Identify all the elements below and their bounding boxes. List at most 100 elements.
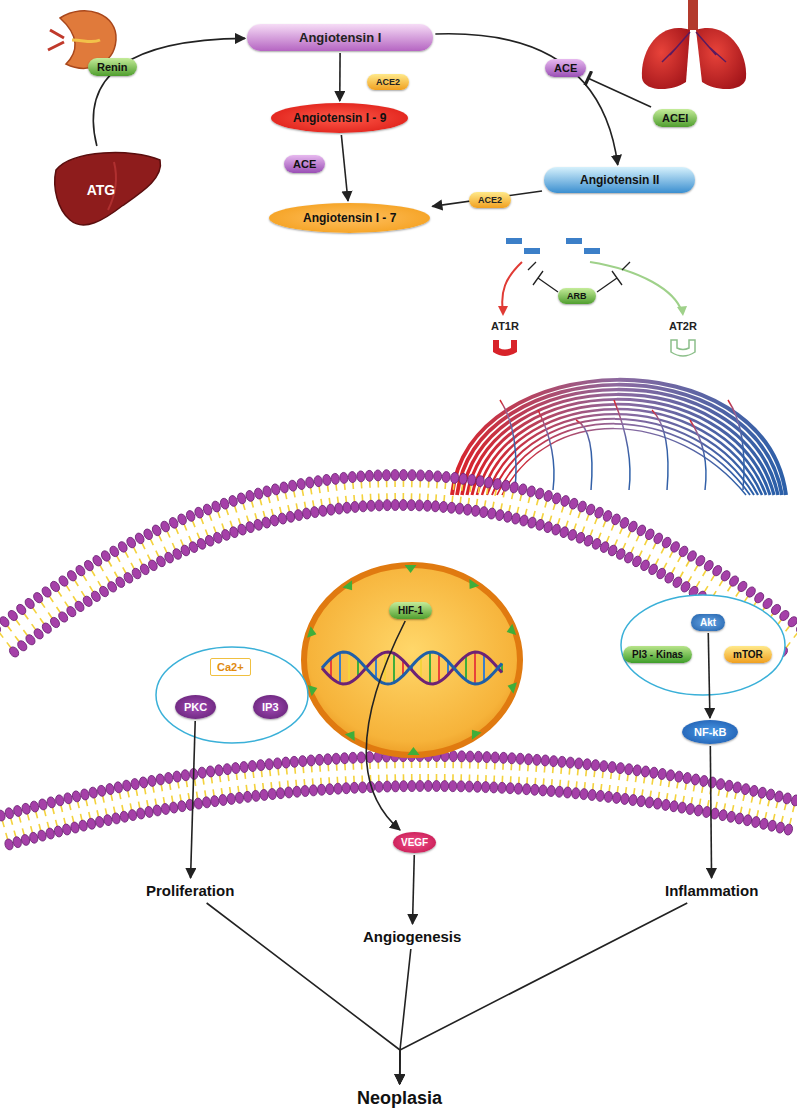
node-text: Angiotensin II	[580, 173, 659, 187]
lipid-head	[782, 792, 792, 805]
lipid-head	[558, 756, 567, 768]
outcome-text: Inflammation	[661, 880, 762, 901]
lipid-head	[326, 504, 335, 516]
lipid-head	[4, 807, 15, 820]
connector-arrow	[93, 38, 245, 146]
node-text: Angiotensin I	[299, 30, 381, 45]
nuclear-pore	[307, 626, 318, 640]
lipid-head	[475, 475, 485, 487]
node-text: Akt	[700, 617, 716, 628]
lipid-tail	[0, 631, 3, 637]
enzyme-pill: ACE2	[367, 74, 409, 90]
lipid-head	[400, 781, 408, 792]
at2-arrow	[590, 262, 682, 312]
lipid-head	[358, 782, 366, 793]
lipid-head	[37, 829, 47, 842]
lipid-head	[161, 803, 171, 815]
lipid-head	[463, 504, 472, 516]
lipid-head	[214, 764, 223, 776]
dna-strand	[322, 652, 502, 684]
lipid-head	[243, 791, 252, 803]
at1-arrow	[502, 262, 522, 312]
inhibitor-pill: ACEI	[653, 109, 697, 127]
connector-arrow	[366, 621, 405, 830]
connector-arrow	[341, 135, 348, 201]
lipid-head	[599, 760, 608, 772]
kinase-pill: PI3 - Kinas	[623, 646, 692, 663]
lipid-head	[285, 511, 295, 523]
lipid-head	[518, 483, 528, 496]
lipid-head	[433, 471, 442, 483]
lipid-head	[239, 761, 248, 773]
lipid-head	[407, 500, 415, 511]
lipid-head	[549, 755, 558, 767]
lipid-head	[194, 798, 204, 810]
lipid-head	[383, 500, 391, 511]
lipid-head	[111, 812, 121, 824]
lipid-head	[219, 497, 230, 510]
lipid-head	[273, 758, 282, 770]
lipid-head	[632, 764, 641, 776]
node-text: ACEI	[662, 112, 688, 124]
lipid-head	[473, 781, 481, 792]
connector-arrow	[400, 949, 411, 1084]
lipid-head	[682, 772, 692, 784]
vessel	[472, 399, 770, 495]
node-text: PI3 - Kinas	[632, 649, 683, 660]
lipid-head	[340, 753, 349, 764]
lipid-head	[509, 481, 519, 493]
lipid-head	[315, 754, 324, 766]
lipid-head	[743, 814, 753, 826]
lipid-head	[624, 763, 633, 775]
outcome-text: Proliferation	[142, 880, 238, 901]
dna-helix	[322, 652, 502, 684]
lipid-head	[491, 752, 499, 763]
lipid-head	[164, 772, 174, 784]
lipid-head	[716, 778, 726, 790]
lipid-head	[20, 834, 31, 847]
node-text: HIF-1	[398, 605, 423, 616]
lipid-head	[365, 470, 374, 481]
angiotensin-molecules	[506, 238, 600, 254]
lipid-head	[105, 783, 115, 795]
lipid-head	[322, 474, 331, 486]
lipid-head	[359, 501, 368, 513]
lipid-head	[498, 782, 507, 793]
lipid-head	[119, 811, 129, 823]
lipid-head	[707, 776, 717, 788]
lipid-head	[481, 781, 489, 792]
vessel-branch	[538, 410, 554, 490]
lipid-head	[375, 781, 383, 792]
lipid-head	[113, 781, 123, 793]
lipid-head	[288, 480, 298, 492]
lipid-head	[790, 794, 797, 807]
connector-arrow	[710, 746, 711, 878]
lipid-head	[245, 490, 256, 503]
lipid-head	[449, 781, 457, 792]
lipid-head	[367, 500, 376, 511]
lipid-head	[62, 823, 72, 836]
at2-arrowhead	[677, 306, 687, 316]
lipid-head	[46, 796, 56, 809]
lipid-head	[490, 782, 498, 793]
lipid-head	[449, 751, 457, 762]
lipid-head	[218, 794, 227, 806]
lipid-head	[458, 751, 466, 762]
lipid-head	[666, 769, 676, 781]
signal-ellipse-left	[156, 647, 308, 743]
lipid-head	[334, 503, 343, 515]
lipid-head	[533, 754, 542, 766]
lipid-head	[298, 755, 307, 767]
connector-arrow	[413, 855, 415, 924]
lipid-head	[471, 505, 481, 517]
lipid-head	[591, 759, 600, 771]
lipid-head	[423, 500, 432, 511]
lipid-head	[749, 785, 759, 797]
lipid-head	[71, 790, 81, 803]
transcription-factor-ellipse: NF-kB	[682, 720, 738, 744]
vessel	[492, 419, 754, 495]
node-text: Proliferation	[146, 882, 234, 899]
vessel-branch	[690, 420, 706, 490]
lipid-head	[765, 788, 775, 800]
base-pair	[465, 656, 467, 680]
